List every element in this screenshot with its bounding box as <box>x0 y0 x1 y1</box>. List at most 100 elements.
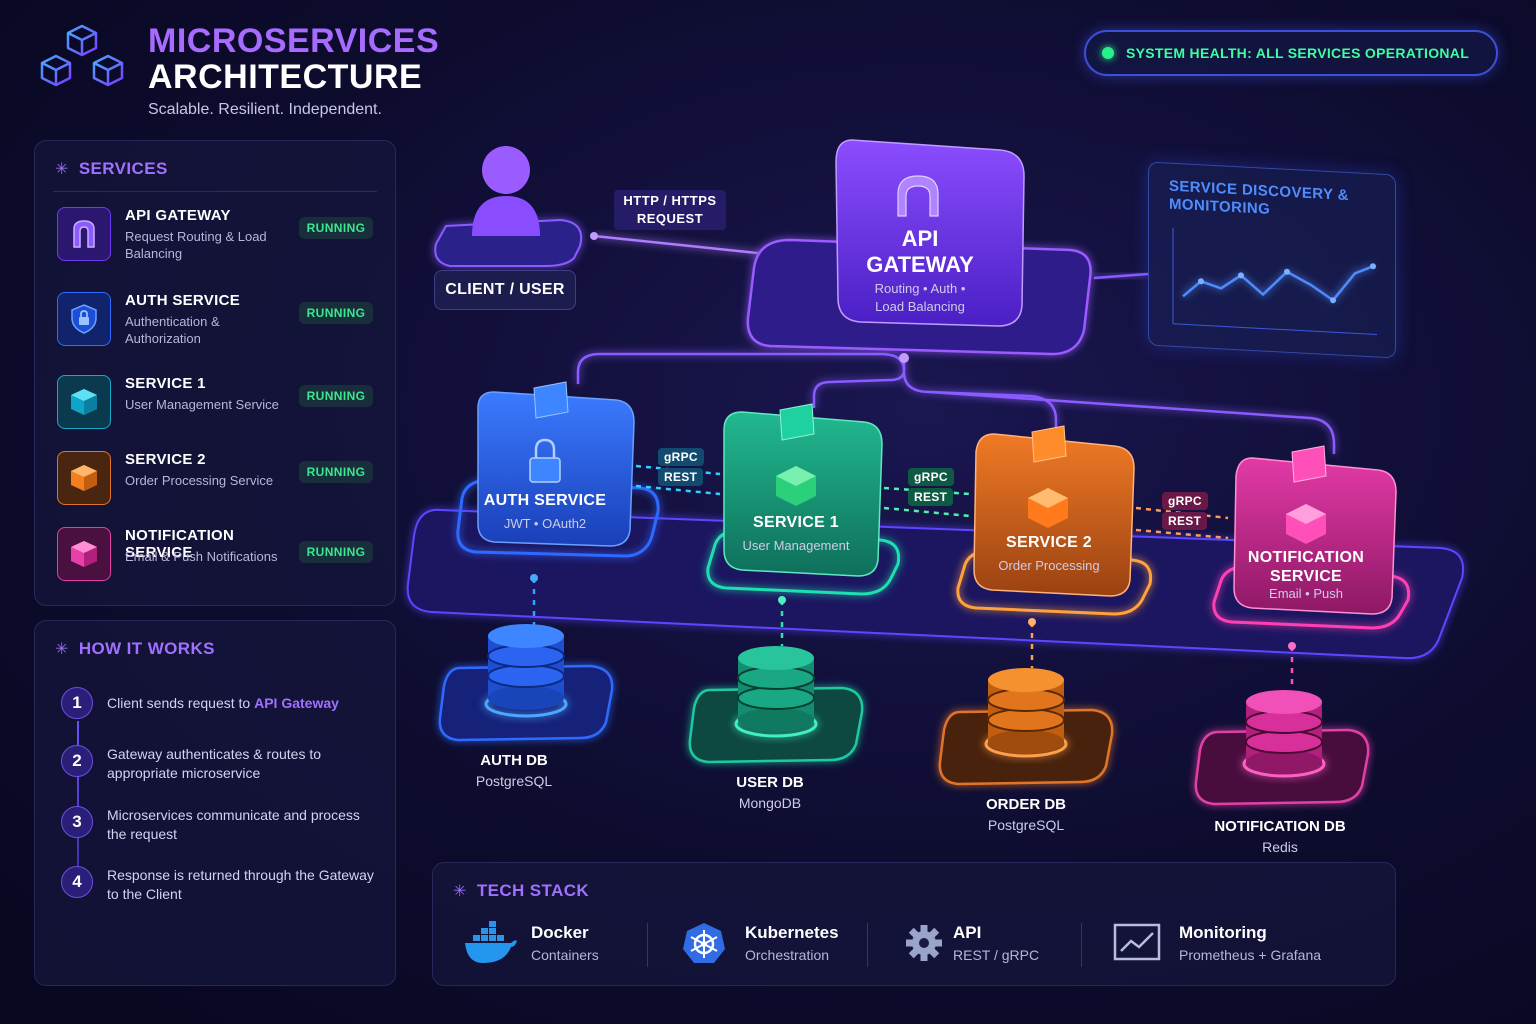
service-name: SERVICE 1 <box>125 375 206 392</box>
divider <box>647 923 648 967</box>
protocol-grpc-tag: gRPC <box>1162 492 1208 510</box>
order-db-engine: PostgreSQL <box>987 817 1065 833</box>
service-description: Order Processing Service <box>125 473 274 488</box>
divider <box>53 191 377 192</box>
monitoring-line-chart-icon <box>1172 227 1377 336</box>
tech-item-kubernetes: Kubernetes Orchestration <box>677 921 867 967</box>
how-it-works-panel: ✳ HOW IT WORKS 1 Client sends request to… <box>34 620 396 986</box>
step-number: 1 <box>61 687 93 719</box>
service-2-node <box>956 425 1153 616</box>
service-description: Authentication & Authorization <box>125 314 220 346</box>
user-db-label: USER DB <box>736 774 804 791</box>
sparkle-icon: ✳ <box>453 883 467 900</box>
notification-service-label: NOTIFICATION SERVICE <box>1236 548 1376 586</box>
notification-db-label: NOTIFICATION DB <box>1214 818 1346 835</box>
protocol-rest-tag: REST <box>1162 512 1208 530</box>
tagline: Scalable. Resilient. Independent. <box>148 101 382 118</box>
step-text: Gateway authenticates & routes to approp… <box>107 746 322 781</box>
chart-line-icon <box>1113 923 1161 961</box>
service-item-notification[interactable]: NOTIFICATION SERVICE Email & Push Notifi… <box>57 527 377 583</box>
service-discovery-monitoring-panel: SERVICE DISCOVERY & MONITORING <box>1148 161 1396 359</box>
tech-stack-panel: ✳ TECH STACK Docker Containers Kubernete… <box>432 862 1396 986</box>
service-1-label: SERVICE 1 <box>753 514 839 531</box>
notification-label-line-2: SERVICE <box>1269 568 1343 585</box>
gateway-subtitle: Routing • Auth • Load Balancing <box>850 280 990 316</box>
sparkle-icon: ✳ <box>55 641 69 658</box>
request-label-line-1: HTTP / HTTPS <box>623 193 717 208</box>
order-db-node <box>938 668 1114 786</box>
status-badge: RUNNING <box>299 541 373 563</box>
api-gateway-node <box>746 139 1092 356</box>
notification-db-node <box>1194 690 1370 806</box>
sparkle-icon: ✳ <box>55 161 69 178</box>
service-name: API GATEWAY <box>125 207 231 224</box>
service-1-sub: User Management <box>742 538 850 553</box>
docker-icon <box>465 921 517 963</box>
tech-name: API <box>953 923 982 942</box>
gear-icon <box>906 925 942 961</box>
auth-db-engine: PostgreSQL <box>475 773 553 789</box>
auth-db-node <box>438 624 614 742</box>
protocol-grpc-tag: gRPC <box>908 468 954 486</box>
service-item-auth[interactable]: AUTH SERVICE Authentication & Authorizat… <box>57 292 377 348</box>
step-text: Microservices communicate and process th… <box>107 807 360 842</box>
service-2-sub: Order Processing <box>998 558 1100 573</box>
cyan-cube-icon <box>57 375 111 429</box>
kubernetes-icon <box>683 923 725 963</box>
logo-cubes-icon <box>40 24 124 87</box>
request-arrow <box>593 234 787 258</box>
client-user-label: CLIENT / USER <box>434 270 576 310</box>
auth-service-sub: JWT • OAuth2 <box>503 516 587 531</box>
notification-label-line-1: NOTIFICATION <box>1247 549 1365 566</box>
services-panel-header: ✳ SERVICES <box>55 159 168 179</box>
service-item-api-gateway[interactable]: API GATEWAY Request Routing & Load Balan… <box>57 207 377 263</box>
status-badge: RUNNING <box>299 302 373 324</box>
tech-name: Docker <box>531 923 589 942</box>
notification-service-sub: Email • Push <box>1269 586 1343 601</box>
services-panel: ✳ SERVICES API GATEWAY Request Routing &… <box>34 140 396 606</box>
service-name: AUTH SERVICE <box>125 292 241 309</box>
gateway-title-line-2: GATEWAY <box>866 252 974 277</box>
step-number: 3 <box>61 806 93 838</box>
divider <box>867 923 868 967</box>
services-panel-title: SERVICES <box>78 159 168 178</box>
page-title-line-2: ARCHITECTURE <box>148 58 423 96</box>
client-user-node <box>434 146 582 267</box>
system-health-badge: SYSTEM HEALTH: ALL SERVICES OPERATIONAL <box>1084 30 1498 76</box>
tech-description: Prometheus + Grafana <box>1179 947 1322 963</box>
orange-cube-icon <box>57 451 111 505</box>
step-text: Client sends request to API Gateway <box>107 694 377 713</box>
tech-stack-header: ✳ TECH STACK <box>453 881 589 901</box>
pink-cube-icon <box>57 527 111 581</box>
service-name: SERVICE 2 <box>125 451 206 468</box>
protocol-rest-tag: REST <box>908 488 954 506</box>
protocol-grpc-tag: gRPC <box>658 448 704 466</box>
auth-service-label: AUTH SERVICE <box>483 492 607 509</box>
shield-lock-icon <box>57 292 111 346</box>
service-item-service-1[interactable]: SERVICE 1 User Management Service RUNNIN… <box>57 375 377 431</box>
tech-description: Orchestration <box>745 947 830 963</box>
system-health-text: SYSTEM HEALTH: ALL SERVICES OPERATIONAL <box>1126 45 1470 61</box>
service-description: User Management Service <box>125 397 279 412</box>
how-it-works-title: HOW IT WORKS <box>78 639 215 658</box>
service-description: Request Routing & Load Balancing <box>125 229 267 261</box>
tech-item-docker: Docker Containers <box>463 921 643 967</box>
step-text-highlight: API Gateway <box>254 695 339 711</box>
auth-service-node <box>456 381 660 558</box>
user-db-node <box>688 646 864 764</box>
service-name: NOTIFICATION SERVICE <box>125 527 235 561</box>
request-label-line-2: REQUEST <box>636 211 704 226</box>
status-badge: RUNNING <box>299 217 373 239</box>
gateway-subtitle-line-2: Load Balancing <box>875 299 965 314</box>
how-it-works-header: ✳ HOW IT WORKS <box>55 639 215 659</box>
tech-name: Monitoring <box>1179 923 1267 942</box>
step-text: Response is returned through the Gateway… <box>107 867 374 902</box>
step-text-plain: Client sends request to <box>107 695 255 711</box>
tech-description: Containers <box>531 947 599 963</box>
service-item-service-2[interactable]: SERVICE 2 Order Processing Service RUNNI… <box>57 451 377 507</box>
order-db-label: ORDER DB <box>985 796 1066 813</box>
monitoring-title: SERVICE DISCOVERY & MONITORING <box>1169 177 1349 218</box>
gateway-arch-icon <box>57 207 111 261</box>
notification-db-engine: Redis <box>1262 839 1298 855</box>
